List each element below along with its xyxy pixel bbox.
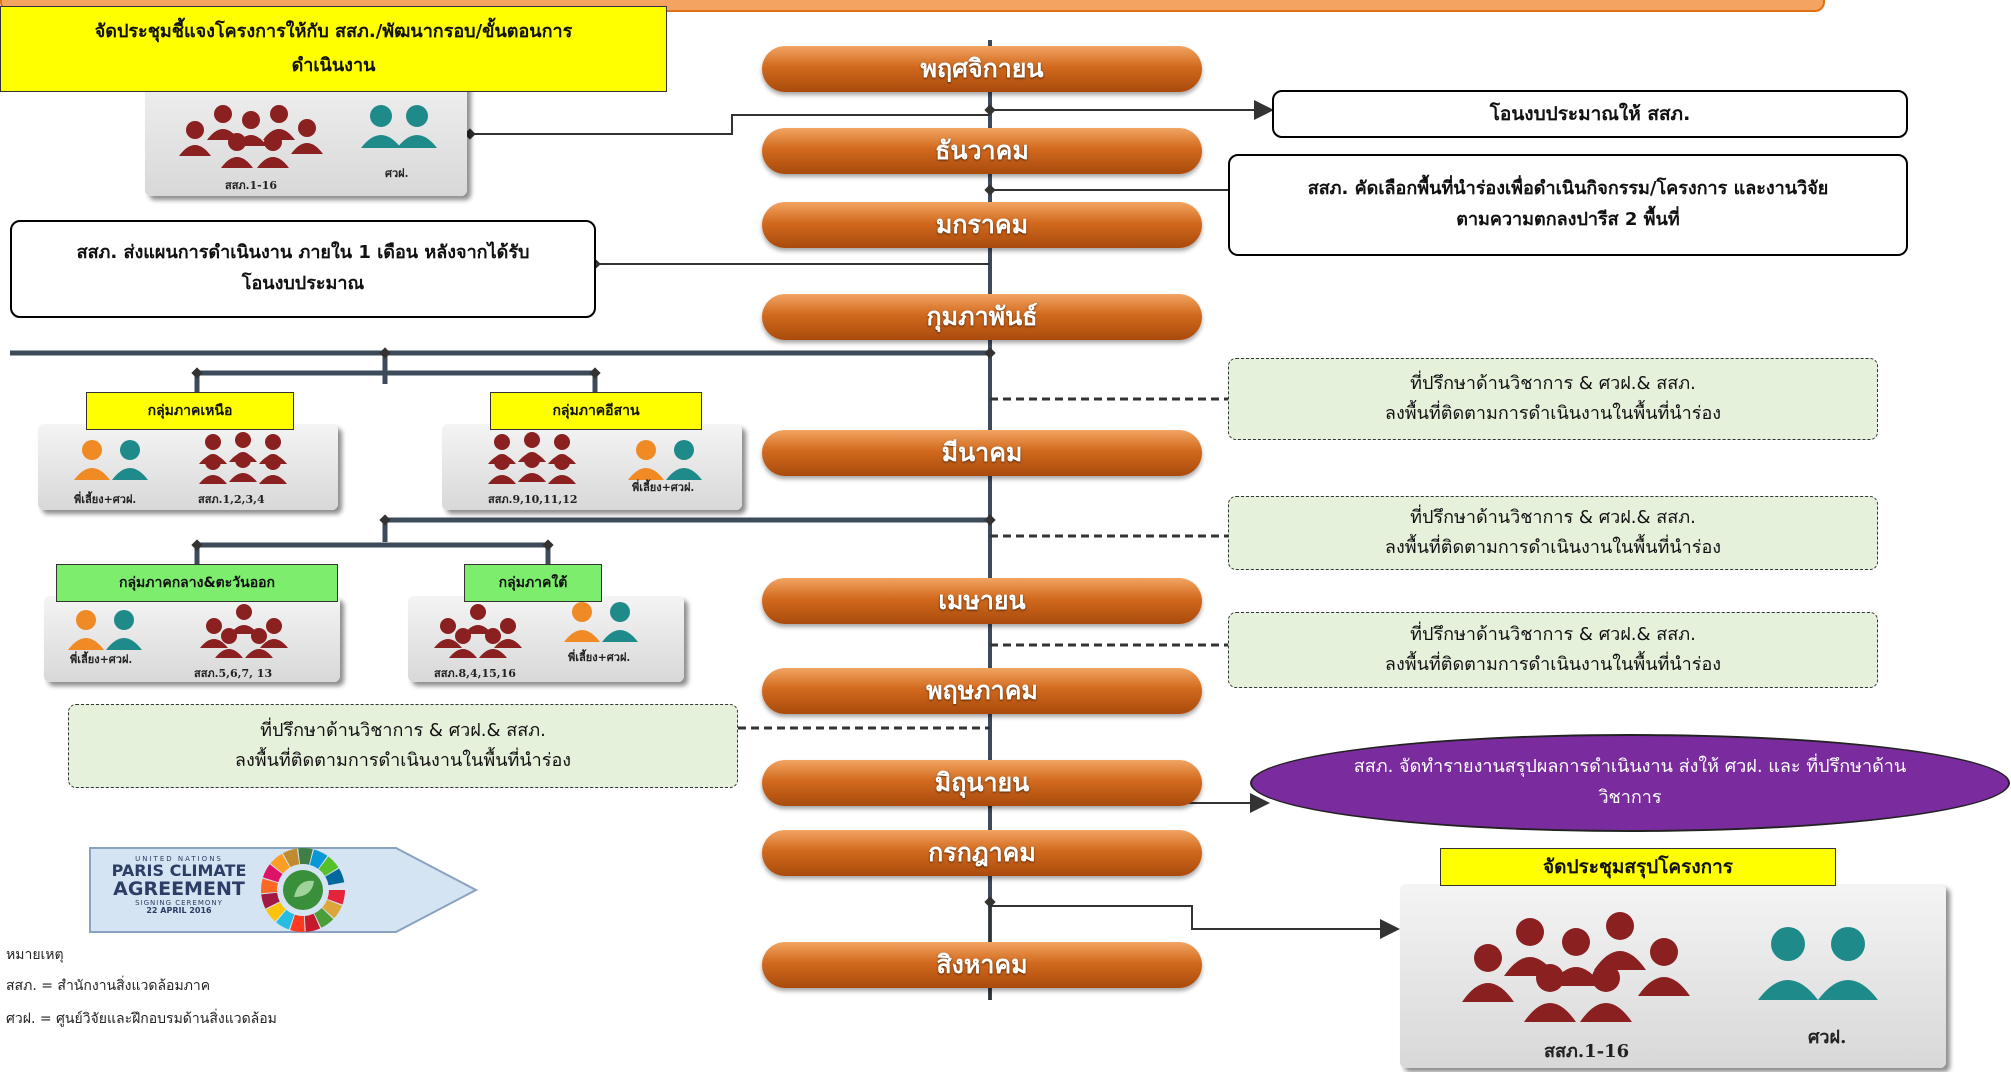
field-visit-line1: ที่ปรึกษาด้านวิชาการ & ศวฝ.& สสภ. [260,720,546,742]
pilot-selection-line2: ตามความตกลงปารีส 2 พื้นที่ [1456,209,1680,230]
logo-line5: 22 APRIL 2016 [146,906,212,916]
south-group-panel: สสภ.8,4,15,16 พี่เลี้ยง+ศวฝ. [408,596,684,682]
sdg-wheel-icon [261,848,345,932]
kickoff-title-line1: จัดประชุมชี้แจงโครงการให้กับ สสภ./พัฒนาก… [94,20,573,42]
field-visit-line2: ลงพื้นที่ติดตามการดำเนินงานในพื้นที่นำร่… [1384,654,1722,675]
closing-meeting-title: จัดประชุมสรุปโครงการ [1440,848,1836,886]
northeast-right-label: พี่เลี้ยง+ศวฝ. [632,481,695,494]
closing-label-left: สสภ.1-16 [1544,1041,1630,1062]
closing-meeting-panel: สสภ.1-16 ศวฝ. [1400,884,1946,1068]
field-visit-line2: ลงพื้นที่ติดตามการดำเนินงานในพื้นที่นำร่… [1384,537,1722,558]
mentor-group-icon [68,610,142,650]
paris-agreement-logo: UNITED NATIONS PARIS CLIMATE AGREEMENT S… [86,842,480,938]
field-visit-box: ที่ปรึกษาด้านวิชาการ & ศวฝ.& สสภ. ลงพื้น… [1228,612,1878,688]
field-visit-line2: ลงพื้นที่ติดตามการดำเนินงานในพื้นที่นำร่… [234,750,572,771]
mentor-group-icon [74,440,148,480]
central-east-left-label: พี่เลี้ยง+ศวฝ. [70,653,133,666]
plan-submission-line1: สสภ. ส่งแผนการดำเนินงาน ภายใน 1 เดือน หล… [76,242,530,264]
kickoff-label-right: ศวฝ. [385,167,409,180]
mentor-group-icon [628,440,702,480]
field-visit-box: ที่ปรึกษาด้านวิชาการ & ศวฝ.& สสภ. ลงพื้น… [1228,496,1878,570]
people-group-icon [361,105,437,148]
month-may: พฤษภาคม [762,668,1202,714]
month-december: ธันวาคม [762,128,1202,174]
month-march: มีนาคม [762,430,1202,476]
month-february: กุมภาพันธ์ [762,294,1202,340]
field-visit-box: ที่ปรึกษาด้านวิชาการ & ศวฝ.& สสภ. ลงพื้น… [68,704,738,788]
central-east-group-title: กลุ่มภาคกลาง&ตะวันออก [56,564,338,602]
south-right-label: พี่เลี้ยง+ศวฝ. [568,651,631,664]
notes-line2: ศวฝ. = ศูนย์วิจัยและฝึกอบรมด้านสิ่งแวดล้… [6,1011,277,1027]
kickoff-title-line2: ดำเนินงาน [291,55,376,76]
month-august: สิงหาคม [762,942,1202,988]
month-june: มิถุนายน [762,760,1202,806]
northeast-group-panel: สสภ.9,10,11,12 พี่เลี้ยง+ศวฝ. [442,424,742,510]
people-group-icon [434,604,522,658]
north-right-label: สสภ.1,2,3,4 [198,493,265,506]
final-report-ellipse: สสภ. จัดทำรายงานสรุปผลการดำเนินงาน ส่งให… [1250,734,2010,832]
people-group-icon [1758,927,1878,1000]
budget-transfer-box: โอนงบประมาณให้ สสภ. [1272,90,1908,138]
field-visit-line1: ที่ปรึกษาด้านวิชาการ & ศวฝ.& สสภ. [1410,373,1696,395]
people-group-icon [200,604,288,658]
central-east-right-label: สสภ.5,6,7, 13 [194,667,273,680]
pilot-selection-line1: สสภ. คัดเลือกพื้นที่นำร่องเพื่อดำเนินกิจ… [1307,178,1829,200]
people-group-icon [488,432,576,484]
field-visit-line1: ที่ปรึกษาด้านวิชาการ & ศวฝ.& สสภ. [1410,507,1696,529]
field-visit-line1: ที่ปรึกษาด้านวิชาการ & ศวฝ.& สสภ. [1410,624,1696,646]
north-group-panel: พี่เลี้ยง+ศวฝ. สสภ.1,2,3,4 [38,424,338,510]
logo-line1: UNITED NATIONS [135,855,223,863]
northeast-left-label: สสภ.9,10,11,12 [488,493,578,506]
logo-text-block: UNITED NATIONS PARIS CLIMATE AGREEMENT S… [104,855,254,916]
mentor-group-icon [564,602,638,642]
plan-submission-box: สสภ. ส่งแผนการดำเนินงาน ภายใน 1 เดือน หล… [10,220,596,318]
people-group-icon [1462,912,1690,1022]
pilot-selection-box: สสภ. คัดเลือกพื้นที่นำร่องเพื่อดำเนินกิจ… [1228,154,1908,256]
kickoff-label-left: สสภ.1-16 [225,179,278,192]
north-group-title: กลุ่มภาคเหนือ [86,392,294,430]
logo-line3: AGREEMENT [113,878,245,901]
logo-line2: PARIS CLIMATE [111,861,247,881]
notes-heading: หมายเหตุ [6,947,64,963]
field-visit-line2: ลงพื้นที่ติดตามการดำเนินงานในพื้นที่นำร่… [1384,403,1722,424]
notes-line1: สสภ. = สำนักงานสิ่งแวดล้อมภาค [6,978,211,994]
month-july: กรกฎาคม [762,830,1202,876]
northeast-group-title: กลุ่มภาคอีสาน [490,392,702,430]
final-report-line2: วิชาการ [1598,787,1662,808]
logo-line4: SIGNING CEREMONY [135,899,223,908]
central-east-group-panel: พี่เลี้ยง+ศวฝ. สสภ.5,6,7, 13 [44,596,340,682]
people-group-icon [179,105,323,168]
month-november: พฤศจิกายน [762,46,1202,92]
closing-label-right: ศวฝ. [1808,1027,1847,1048]
month-january: มกราคม [762,202,1202,248]
people-group-icon [199,432,287,484]
south-left-label: สสภ.8,4,15,16 [434,667,516,680]
month-april: เมษายน [762,578,1202,624]
kickoff-meeting-title: จัดประชุมชี้แจงโครงการให้กับ สสภ./พัฒนาก… [0,6,667,92]
south-group-title: กลุ่มภาคใต้ [464,564,602,602]
north-left-label: พี่เลี้ยง+ศวฝ. [74,493,137,506]
final-report-line1: สสภ. จัดทำรายงานสรุปผลการดำเนินงาน ส่งให… [1353,756,1907,778]
field-visit-box: ที่ปรึกษาด้านวิชาการ & ศวฝ.& สสภ. ลงพื้น… [1228,358,1878,440]
plan-submission-line2: โอนงบประมาณ [241,273,365,294]
